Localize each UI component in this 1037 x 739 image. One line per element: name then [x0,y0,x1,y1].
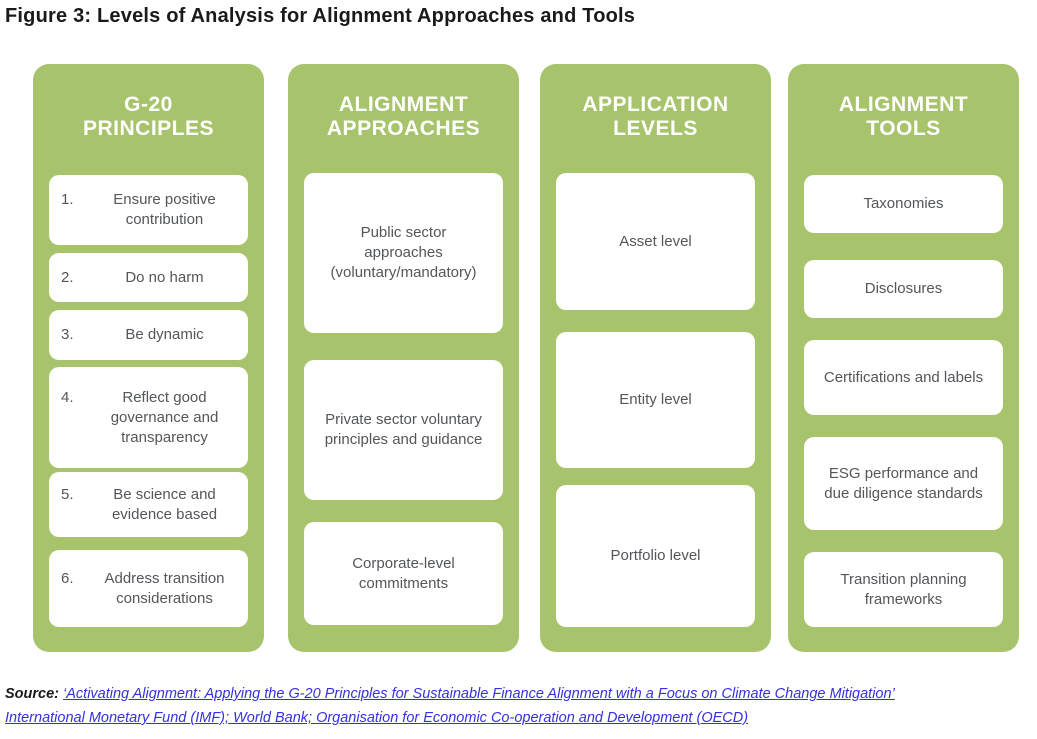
principle-number: 4. [61,388,74,406]
principle-box-2: 2. Do no harm [49,253,248,302]
tool-text: Disclosures [864,280,943,297]
header-line: APPLICATION [582,93,729,116]
tool-text: Transition planning frameworks [840,570,967,608]
principle-box-4: 4. Reflect good governance and transpare… [49,367,248,468]
tool-box-taxonomies: Taxonomies [804,175,1003,233]
principle-number: 2. [61,268,74,286]
principle-number: 3. [61,326,74,343]
level-text: Asset level [619,232,692,250]
tool-box-disclosures: Disclosures [804,260,1003,318]
header-line: TOOLS [866,117,941,140]
principle-text: Do no harm [125,268,204,286]
principle-text: Be dynamic [125,326,204,343]
column-header-g20-principles: G-20 PRINCIPLES [33,93,264,141]
tool-box-esg-standards: ESG performance and due diligence standa… [804,437,1003,530]
level-box-entity: Entity level [556,332,755,468]
level-text: Entity level [619,391,692,408]
principle-number: 1. [61,191,74,208]
tool-text: Taxonomies [863,195,944,212]
column-header-alignment-approaches: ALIGNMENT APPROACHES [288,93,519,141]
column-alignment-approaches: ALIGNMENT APPROACHES Public sector appro… [288,64,519,652]
tool-box-transition-planning: Transition planning frameworks [804,552,1003,627]
header-line: G-20 [124,93,173,116]
level-text: Portfolio level [610,547,701,564]
column-alignment-tools: ALIGNMENT TOOLS Taxonomies Disclosures C… [788,64,1019,652]
level-box-portfolio: Portfolio level [556,485,755,627]
principle-box-5: 5. Be science and evidence based [49,472,248,537]
column-g20-principles: G-20 PRINCIPLES 1. Ensure positive contr… [33,64,264,652]
header-line: PRINCIPLES [82,117,215,140]
column-application-levels: APPLICATION LEVELS Asset level Entity le… [540,64,771,652]
source-link-organisations[interactable]: International Monetary Fund (IMF); World… [5,710,749,726]
approach-text: Corporate-level commitments [352,554,455,592]
column-header-application-levels: APPLICATION LEVELS [540,93,771,141]
tool-text: Certifications and labels [823,368,984,386]
approach-box-corporate-level: Corporate-level commitments [304,522,503,625]
principle-text: Address transition considerations [104,569,225,607]
source-label: Source: [5,686,59,702]
approach-box-public-sector: Public sector approaches (voluntary/mand… [304,173,503,333]
principle-number: 6. [61,569,74,587]
level-box-asset: Asset level [556,173,755,310]
principle-text: Reflect good governance and transparency [110,388,219,446]
principle-box-1: 1. Ensure positive contribution [49,175,248,245]
principle-text: Be science and evidence based [111,485,218,523]
header-line: LEVELS [613,117,698,140]
principle-box-3: 3. Be dynamic [49,310,248,360]
tool-text: ESG performance and due diligence standa… [824,464,983,502]
tool-box-certifications: Certifications and labels [804,340,1003,415]
column-header-alignment-tools: ALIGNMENT TOOLS [788,93,1019,141]
principle-text: Ensure positive contribution [113,191,216,228]
principle-box-6: 6. Address transition considerations [49,550,248,627]
figure-title: Figure 3: Levels of Analysis for Alignme… [5,5,636,27]
source-citation: Source: ‘Activating Alignment: Applying … [5,682,1032,730]
principle-number: 5. [61,485,74,503]
approach-text: Public sector approaches (voluntary/mand… [330,224,477,281]
approach-box-private-sector: Private sector voluntary principles and … [304,360,503,500]
approach-text: Private sector voluntary principles and … [324,411,483,448]
source-link-report-title[interactable]: ‘Activating Alignment: Applying the G-20… [63,686,895,702]
header-line: ALIGNMENT [338,93,469,116]
header-line: ALIGNMENT [838,93,969,116]
header-line: APPROACHES [326,117,481,140]
